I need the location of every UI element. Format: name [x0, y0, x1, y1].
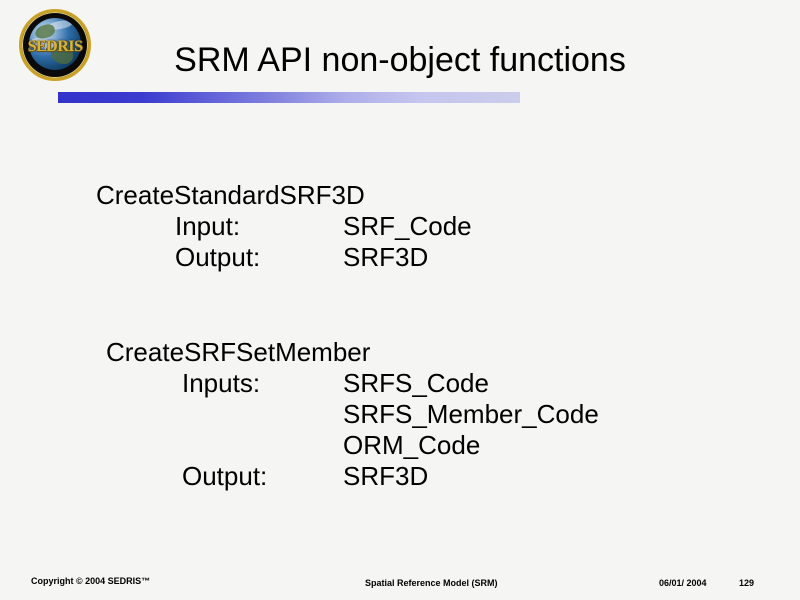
- parameter-row: Inputs: SRFS_Code: [182, 368, 489, 399]
- parameter-value: SRF3D: [343, 242, 429, 272]
- parameter-row: Output: SRF3D: [182, 461, 428, 492]
- parameter-row: ORM_Code: [182, 430, 480, 461]
- sedris-logo: SEDRIS: [19, 9, 91, 81]
- parameter-row: Output: SRF3D: [175, 242, 428, 273]
- function-name: CreateStandardSRF3D: [96, 180, 365, 210]
- footer-copyright: Copyright © 2004 SEDRIS™: [31, 576, 151, 586]
- footer-date: 06/01/ 2004: [659, 578, 707, 588]
- function-parameter-list: Inputs: SRFS_Code SRFS_Member_Code ORM_C…: [182, 368, 599, 492]
- sedris-wordmark: SEDRIS: [27, 38, 83, 55]
- parameter-label: Input:: [175, 211, 241, 241]
- footer-page-number: 129: [739, 578, 755, 588]
- parameter-row: SRFS_Member_Code: [182, 399, 599, 430]
- parameter-label: Output:: [182, 461, 268, 491]
- parameter-value: SRF_Code: [343, 211, 472, 241]
- globe-icon: [29, 18, 81, 70]
- globe-landmass-south: [51, 44, 73, 64]
- title-underline-gradient-bar: [58, 92, 520, 103]
- function-parameter-list: Input: SRF_Code Output: SRF3D: [175, 211, 472, 273]
- parameter-label: Inputs:: [182, 368, 261, 398]
- parameter-value: ORM_Code: [343, 430, 481, 460]
- parameter-row: Input: SRF_Code: [175, 211, 472, 242]
- function-block-create-standard-srf3d: CreateStandardSRF3D Input: SRF_Code Outp…: [96, 180, 472, 273]
- function-block-create-srf-set-member: CreateSRFSetMember Inputs: SRFS_Code SRF…: [106, 337, 599, 492]
- slide-title: SRM API non-object functions: [174, 41, 626, 79]
- parameter-label: Output:: [175, 242, 261, 272]
- parameter-value: SRFS_Code: [343, 368, 489, 398]
- parameter-value: SRF3D: [343, 461, 429, 491]
- parameter-value: SRFS_Member_Code: [343, 399, 599, 429]
- footer-document-title: Spatial Reference Model (SRM): [365, 578, 498, 588]
- function-name: CreateSRFSetMember: [106, 337, 371, 367]
